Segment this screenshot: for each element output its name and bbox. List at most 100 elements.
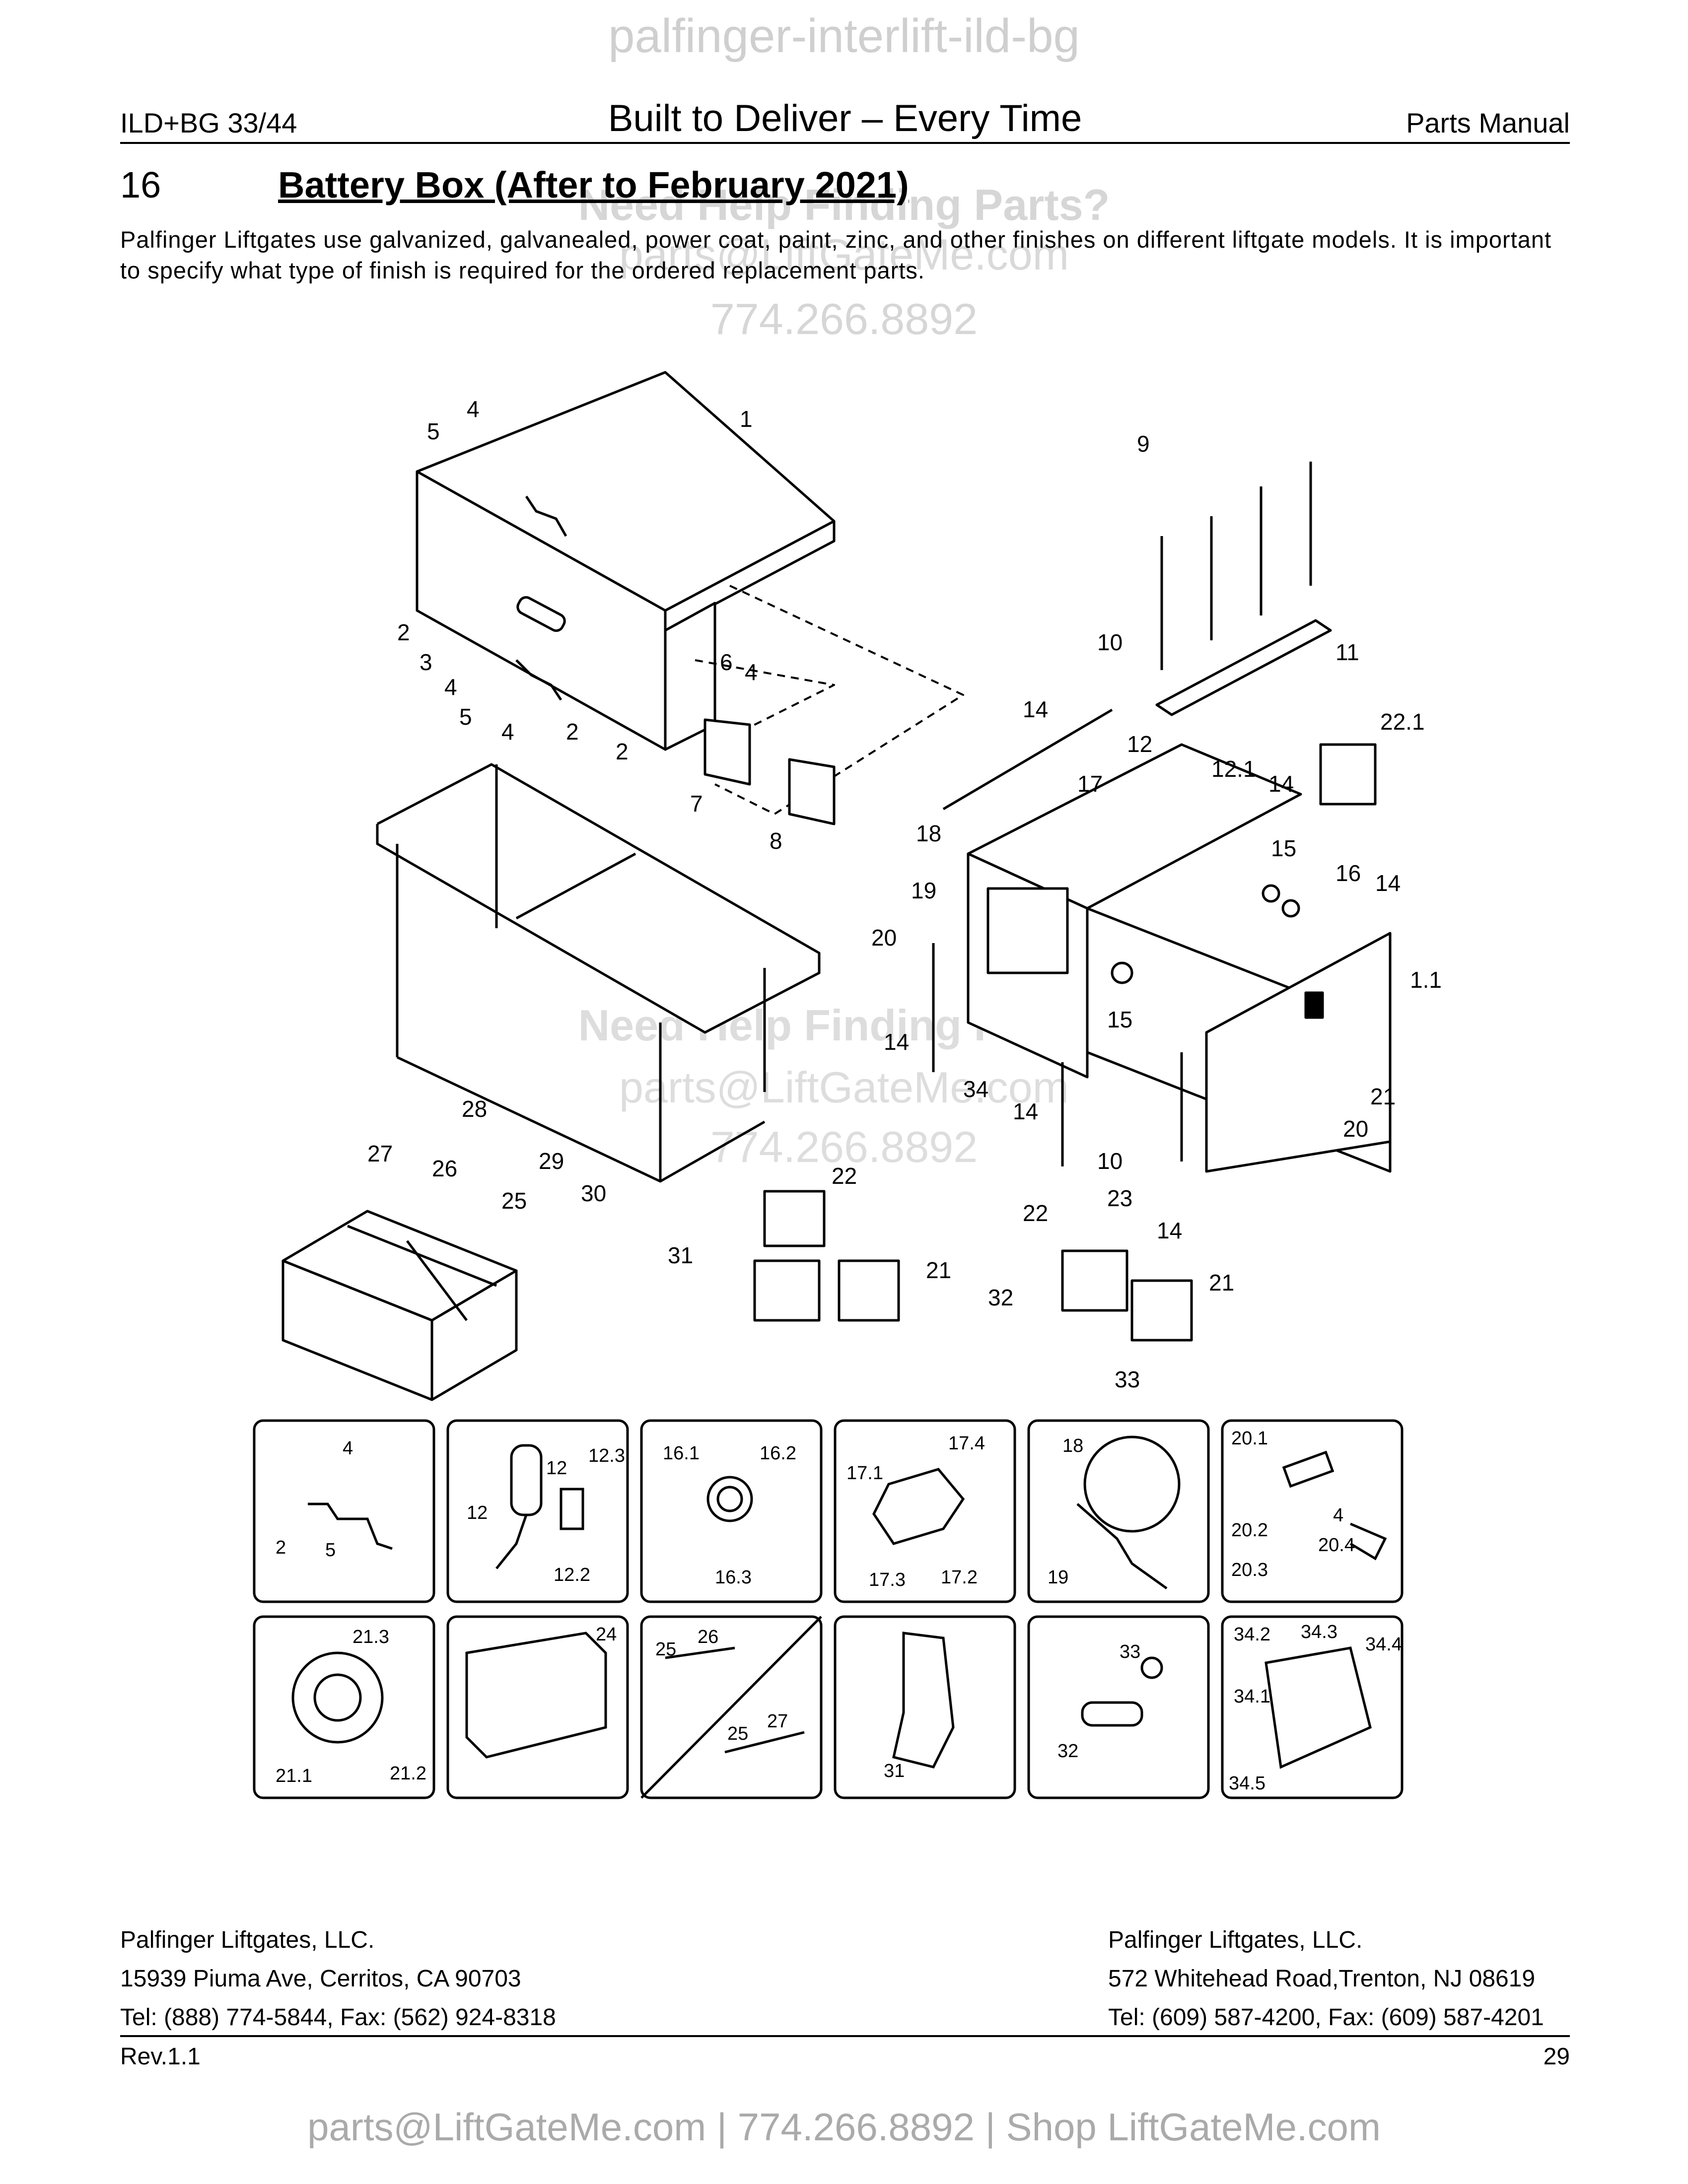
footer-street: 15939 Piuma Ave, Cerritos, CA 90703 <box>120 1966 521 1992</box>
detail-label: 34.5 <box>1229 1773 1266 1794</box>
callout-26: 26 <box>432 1156 457 1181</box>
detail-label: 20.3 <box>1231 1560 1268 1580</box>
detail-box-handle <box>253 1419 435 1603</box>
callout-2: 2 <box>397 619 410 645</box>
detail-box-charger <box>1221 1615 1404 1799</box>
hold-down-bar <box>1155 619 1332 716</box>
callout-4: 4 <box>467 396 480 422</box>
intro-paragraph: Palfinger Liftgates use galvanized, galv… <box>120 226 1552 283</box>
callout-18: 18 <box>916 820 941 846</box>
detail-label: 26 <box>698 1627 718 1647</box>
callout-3: 3 <box>420 649 432 675</box>
threaded-rods <box>1160 462 1312 670</box>
exploded-parts-diagram: 1 1.1 2 2 2 3 4 4 4 4 5 5 6 7 8 9 10 10 … <box>253 371 1442 1799</box>
watermark-help-heading: Need Help Finding Parts? <box>578 180 1110 229</box>
footer-company: Palfinger Liftgates, LLC. <box>1108 1927 1363 1953</box>
detail-label: 25 <box>655 1639 676 1660</box>
callout-17: 17 <box>1077 771 1103 797</box>
detail-label: 20.4 <box>1318 1535 1355 1556</box>
footer-street: 572 Whitehead Road,Trenton, NJ 08619 <box>1108 1966 1536 1992</box>
detail-label: 17.3 <box>869 1570 906 1590</box>
callout-32: 32 <box>988 1285 1013 1310</box>
detail-box-straps <box>640 1615 823 1799</box>
callout-14: 14 <box>1023 696 1048 722</box>
callout-16: 16 <box>1336 860 1361 886</box>
callout-30: 30 <box>581 1180 606 1206</box>
callout-21: 21 <box>1370 1084 1396 1109</box>
footer-phone: Tel: (609) 587-4200, Fax: (609) 587-4201 <box>1108 2004 1544 2031</box>
callout-5: 5 <box>459 704 472 730</box>
callout-12: 12 <box>1127 731 1152 757</box>
section-title: Battery Box (After to February 2021) <box>278 164 909 205</box>
callout-21: 21 <box>1209 1270 1234 1296</box>
callout-1-1: 1.1 <box>1410 967 1442 993</box>
footer-address-east: Palfinger Liftgates, LLC. 572 Whitehead … <box>1108 1921 1544 2037</box>
rod-14-top <box>942 708 1113 811</box>
header-manual-type: Parts Manual <box>1406 107 1570 138</box>
callout-7: 7 <box>690 791 703 817</box>
callout-14: 14 <box>1375 870 1401 896</box>
detail-label: 34.1 <box>1234 1686 1270 1707</box>
detail-label: 34.2 <box>1234 1624 1270 1645</box>
detail-label: 4 <box>343 1438 353 1459</box>
callout-14: 14 <box>1013 1098 1038 1124</box>
watermark-phone: 774.266.8892 <box>710 294 978 343</box>
detail-box-switch <box>253 1615 435 1799</box>
header-slogan: Built to Deliver – Every Time <box>608 97 1082 139</box>
battery-box-body <box>967 743 1392 1173</box>
detail-label: 12.2 <box>554 1565 590 1585</box>
callout-19: 19 <box>911 878 936 903</box>
callout-14: 14 <box>884 1029 909 1055</box>
detail-label: 27 <box>767 1711 788 1732</box>
footer-company: Palfinger Liftgates, LLC. <box>120 1927 375 1953</box>
header-model: ILD+BG 33/44 <box>120 107 297 138</box>
callout-25: 25 <box>501 1188 527 1214</box>
callout-14: 14 <box>1157 1218 1182 1243</box>
watermark-phone-lower: 774.266.8892 <box>710 1122 978 1171</box>
callout-22: 22 <box>832 1163 857 1189</box>
detail-label: 32 <box>1057 1741 1078 1762</box>
detail-label: 17.2 <box>941 1567 978 1588</box>
detail-label: 18 <box>1062 1435 1083 1456</box>
detail-label: 20.2 <box>1231 1520 1268 1541</box>
battery-box-lid <box>416 371 836 751</box>
label-plate-7 <box>703 718 751 786</box>
callout-1: 1 <box>740 406 753 432</box>
detail-label: 12 <box>546 1458 567 1479</box>
section-number: 16 <box>120 164 161 205</box>
callout-9: 9 <box>1137 431 1150 457</box>
watermark-email-lower: parts@LiftGateMe.com <box>619 1063 1069 1112</box>
contact-bar: parts@LiftGateMe.com | 774.266.8892 | Sh… <box>307 2105 1381 2149</box>
callout-22-1: 22.1 <box>1380 709 1425 735</box>
detail-label: 20.1 <box>1231 1428 1268 1449</box>
footer-address-west: Palfinger Liftgates, LLC. 15939 Piuma Av… <box>120 1921 556 2037</box>
detail-box-grommet <box>640 1419 823 1603</box>
detail-label: 19 <box>1048 1567 1068 1588</box>
callout-12-1: 12.1 <box>1211 756 1256 782</box>
callout-23: 23 <box>1107 1185 1132 1211</box>
detail-label: 34.4 <box>1365 1634 1402 1655</box>
callout-28: 28 <box>462 1096 487 1122</box>
callout-11: 11 <box>1336 639 1359 665</box>
detail-box-pendant <box>446 1419 629 1603</box>
callout-33: 33 <box>1115 1366 1140 1392</box>
callout-31: 31 <box>668 1242 693 1268</box>
callout-4: 4 <box>501 719 514 745</box>
callout-22: 22 <box>1023 1200 1048 1226</box>
watermark-email: parts@LiftGateMe.com <box>619 230 1069 279</box>
detail-box-link <box>1027 1615 1210 1799</box>
detail-box-tray <box>446 1615 629 1799</box>
callout-labels: 1 1.1 2 2 2 3 4 4 4 4 5 5 6 7 8 9 10 10 … <box>367 396 1442 1392</box>
callout-4: 4 <box>745 659 758 685</box>
detail-label: 21.2 <box>390 1763 426 1784</box>
callout-2: 2 <box>616 739 629 764</box>
callout-6: 6 <box>720 649 733 675</box>
callout-20: 20 <box>1343 1116 1368 1142</box>
detail-label: 21.3 <box>352 1627 389 1647</box>
detail-label: 17.4 <box>948 1433 985 1454</box>
disconnect-switch-assemblies <box>753 743 1377 1342</box>
callout-4: 4 <box>444 674 457 700</box>
footer-phone: Tel: (888) 774-5844, Fax: (562) 924-8318 <box>120 2004 556 2031</box>
callout-34: 34 <box>963 1076 988 1102</box>
callout-29: 29 <box>539 1148 564 1174</box>
